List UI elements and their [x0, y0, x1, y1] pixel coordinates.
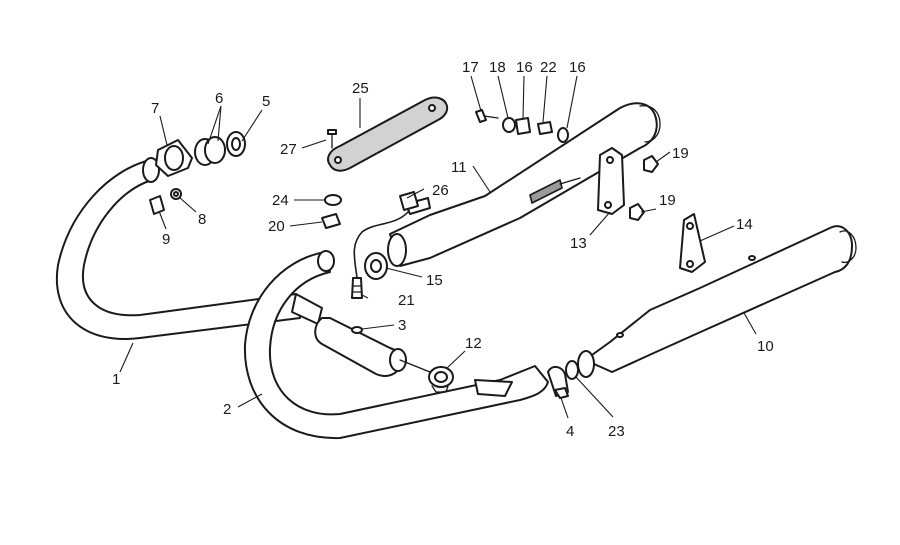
leader-lines — [119, 75, 757, 419]
callout-26: 26 — [432, 182, 449, 199]
sensor-clamp-15 — [364, 252, 388, 280]
callout-14: 14 — [736, 216, 753, 233]
washer-24 — [324, 194, 342, 206]
callout-3: 3 — [398, 317, 406, 334]
muffler-right — [577, 225, 857, 378]
clamp-12 — [428, 366, 454, 393]
callout-19b: 19 — [659, 192, 676, 209]
callout-6: 6 — [215, 90, 223, 107]
callout-24: 24 — [272, 192, 289, 209]
callout-12: 12 — [465, 335, 482, 352]
callout-21: 21 — [398, 292, 415, 309]
callout-5: 5 — [262, 93, 270, 110]
callout-22: 22 — [540, 59, 557, 76]
callout-15: 15 — [426, 272, 443, 289]
callout-11: 11 — [451, 159, 467, 176]
compensator-crossover — [314, 317, 513, 397]
callout-13: 13 — [570, 235, 587, 252]
mounting-hardware — [475, 109, 659, 221]
callout-7: 7 — [151, 100, 159, 117]
callout-8: 8 — [198, 211, 206, 228]
callout-25: 25 — [352, 80, 369, 97]
gasket-rear-joint — [565, 360, 579, 380]
exhaust-pipe-left — [55, 157, 301, 340]
muffler-bracket-left — [529, 147, 625, 215]
callout-19a: 19 — [672, 145, 689, 162]
callout-16b: 16 — [569, 59, 586, 76]
exhaust-pipe-right — [243, 250, 549, 440]
callout-4: 4 — [566, 423, 574, 440]
callout-2: 2 — [223, 401, 231, 418]
screw-27 — [327, 129, 337, 149]
connector-26 — [399, 191, 419, 211]
muffler-bracket-right — [679, 213, 706, 273]
callout-labels: 1 2 3 4 5 6 7 8 9 10 11 12 13 14 15 16 1… — [112, 59, 774, 440]
clip-20 — [321, 213, 341, 229]
callout-20: 20 — [268, 218, 285, 235]
flange-assembly — [149, 131, 246, 215]
callout-18: 18 — [489, 59, 506, 76]
callout-10: 10 — [757, 338, 774, 355]
callout-17: 17 — [462, 59, 479, 76]
callout-9: 9 — [162, 231, 170, 248]
clamp-rear-joint — [547, 366, 569, 399]
muffler-left — [387, 102, 661, 267]
callout-27: 27 — [280, 141, 297, 158]
callout-1: 1 — [112, 371, 120, 388]
heat-shield — [327, 96, 449, 172]
callout-23: 23 — [608, 423, 625, 440]
callout-16a: 16 — [516, 59, 533, 76]
